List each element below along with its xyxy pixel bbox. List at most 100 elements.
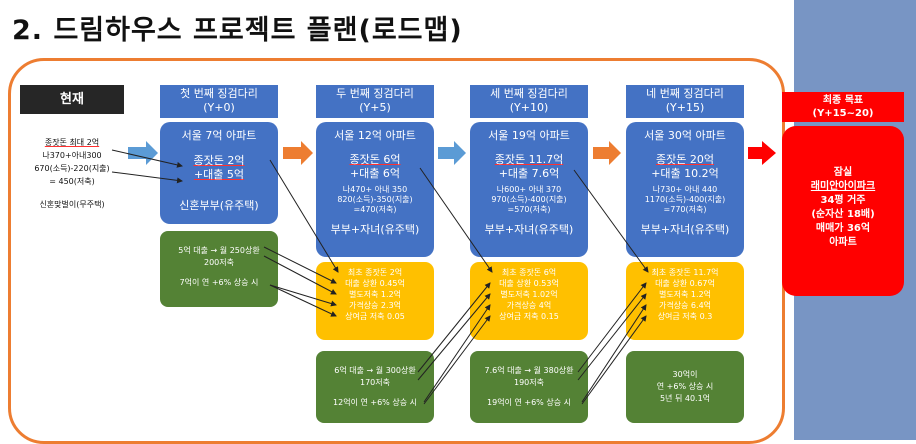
stage4-green-line: 30억이 bbox=[672, 370, 698, 379]
stage1-line2: 종잣돈 2억 bbox=[193, 154, 245, 167]
stage4-yellow-line: 상여금 저축 0.3 bbox=[657, 312, 713, 321]
stage2-blue-box: 서울 12억 아파트 종잣돈 6억 +대출 6억 나470+ 아내 350 82… bbox=[316, 122, 434, 257]
stage4-yellow-line: 가격상승 6.4억 bbox=[658, 301, 712, 310]
connector-line bbox=[417, 293, 491, 381]
stage3-header: 세 번째 징검다리 (Y+10) bbox=[470, 85, 588, 118]
stage1-blue-box: 서울 7억 아파트 종잣돈 2억 +대출 5억 신혼부부(유주택) bbox=[160, 122, 278, 224]
stage4-header-line: (Y+15) bbox=[665, 101, 705, 114]
stage3-line1: 서울 19억 아파트 bbox=[488, 129, 570, 142]
stage3-green-box: 7.6억 대출 → 월 380상환 190저축 19억이 연 +6% 상승 시 bbox=[470, 351, 588, 423]
goal-line: 매매가 36억 bbox=[815, 223, 871, 234]
connector-line bbox=[417, 282, 491, 373]
stage2-detail: =470(저축) bbox=[353, 205, 397, 214]
flow-arrow-icon bbox=[283, 141, 313, 165]
stage3-yellow-line: 상여금 저축 0.15 bbox=[499, 312, 559, 321]
current-header: 현재 bbox=[20, 85, 124, 114]
stage3-line3: +대출 7.6억 bbox=[498, 167, 560, 180]
stage3-yellow-line: 대출 상환 0.53억 bbox=[499, 279, 559, 288]
current-line: 신혼맞벌이(무주택) bbox=[39, 200, 105, 209]
stage2-bottom: 부부+자녀(유주택) bbox=[330, 223, 420, 236]
goal-line: (순자산 18배) bbox=[811, 209, 875, 220]
stage3-yellow-box: 최초 종잣돈 6억 대출 상환 0.53억 별도저축 1.02억 가격상승 4억… bbox=[470, 262, 588, 340]
stage3-green-line: 7.6억 대출 → 월 380상환 bbox=[484, 366, 574, 375]
stage2-yellow-line: 가격상승 2.3억 bbox=[348, 301, 402, 310]
goal-line: 아파트 bbox=[829, 237, 857, 248]
stage3-detail: 나600+ 아내 370 bbox=[496, 185, 562, 194]
connector-line bbox=[263, 246, 337, 284]
stage4-green-line: 5년 뒤 40.1억 bbox=[659, 394, 711, 403]
connector-line bbox=[581, 304, 647, 403]
current-line: 나370+아내300 bbox=[42, 151, 102, 160]
stage2-header: 두 번째 징검다리 (Y+5) bbox=[316, 85, 434, 118]
goal-line: 래미안아이파크 bbox=[810, 181, 876, 192]
connector-line bbox=[573, 169, 649, 273]
stage4-yellow-line: 최초 종잣돈 11.7억 bbox=[651, 268, 719, 277]
flow-arrow-icon bbox=[128, 141, 158, 165]
stage1-bottom: 신혼부부(유주택) bbox=[179, 199, 259, 212]
stage2-green-line: 6억 대출 → 월 300상환 bbox=[334, 366, 416, 375]
connector-line bbox=[269, 159, 339, 273]
current-box: 종잣돈 최대 2억 나370+아내300 670(소득)-220(지출) = 4… bbox=[20, 122, 124, 234]
stage3-detail: =570(저축) bbox=[507, 205, 551, 214]
stage4-bottom: 부부+자녀(유주택) bbox=[640, 223, 730, 236]
connector-line bbox=[423, 304, 491, 403]
goal-line: 34평 거주 bbox=[820, 195, 866, 206]
goal-line: 잠실 bbox=[833, 167, 853, 178]
stage4-line1: 서울 30억 아파트 bbox=[644, 129, 726, 142]
stage1-header: 첫 번째 징검다리 (Y+0) bbox=[160, 85, 278, 118]
stage4-detail: 나730+ 아내 440 bbox=[652, 185, 718, 194]
stage1-line1: 서울 7억 아파트 bbox=[181, 129, 257, 142]
flow-arrow-icon bbox=[438, 141, 466, 165]
flow-arrow-icon bbox=[593, 141, 621, 165]
stage4-line2: 종잣돈 20억 bbox=[656, 153, 714, 166]
stage3-yellow-line: 별도저축 1.02억 bbox=[500, 290, 558, 299]
stage4-detail: =770(저축) bbox=[663, 205, 707, 214]
connector-line bbox=[423, 315, 491, 405]
stage4-header-line: 네 번째 징검다리 bbox=[646, 87, 724, 100]
connector-line bbox=[577, 293, 647, 381]
page-title: 2. 드림하우스 프로젝트 플랜(로드맵) bbox=[12, 15, 463, 46]
stage3-yellow-line: 가격상승 4억 bbox=[506, 301, 552, 310]
stage3-green-line: 190저축 bbox=[514, 378, 544, 387]
current-line: = 450(저축) bbox=[49, 177, 95, 186]
stage2-line3: +대출 6억 bbox=[349, 167, 401, 180]
connector-line bbox=[269, 284, 337, 317]
stage2-yellow-line: 대출 상환 0.45억 bbox=[345, 279, 405, 288]
stage2-yellow-line: 상여금 저축 0.05 bbox=[345, 312, 405, 321]
current-line: 670(소득)-220(지출) bbox=[34, 164, 110, 173]
stage3-header-line: 세 번째 징검다리 bbox=[490, 87, 568, 100]
connector-line bbox=[419, 167, 493, 273]
stage4-header: 네 번째 징검다리 (Y+15) bbox=[626, 85, 744, 118]
stage1-green-box: 5억 대출 → 월 250상환 200저축 7억이 연 +6% 상승 시 bbox=[160, 231, 278, 307]
current-line: 종잣돈 최대 2억 bbox=[44, 138, 100, 147]
stage2-line2: 종잣돈 6억 bbox=[349, 153, 401, 166]
stage4-green-box: 30억이 연 +6% 상승 시 5년 뒤 40.1억 bbox=[626, 351, 744, 423]
connector-line bbox=[111, 149, 183, 168]
stage4-line3: +대출 10.2억 bbox=[651, 167, 719, 180]
stage4-yellow-line: 대출 상환 0.67억 bbox=[655, 279, 715, 288]
flow-arrow-icon bbox=[748, 141, 776, 165]
stage1-header-line: 첫 번째 징검다리 bbox=[180, 87, 258, 100]
stage2-green-box: 6억 대출 → 월 300상환 170저축 12억이 연 +6% 상승 시 bbox=[316, 351, 434, 423]
stage1-green-line: 5억 대출 → 월 250상환 bbox=[178, 246, 260, 255]
stage3-detail: 970(소득)-400(지출) bbox=[491, 195, 567, 204]
stage1-line3: +대출 5억 bbox=[193, 168, 245, 181]
stage1-green-line: 200저축 bbox=[204, 258, 234, 267]
stage2-yellow-line: 최초 종잣돈 2억 bbox=[347, 268, 403, 277]
stage4-blue-box: 서울 30억 아파트 종잣돈 20억 +대출 10.2억 나730+ 아내 44… bbox=[626, 122, 744, 257]
stage2-line1: 서울 12억 아파트 bbox=[334, 129, 416, 142]
stage2-detail: 나470+ 아내 350 bbox=[342, 185, 408, 194]
connector-line bbox=[581, 315, 647, 405]
stage3-green-line: 19억이 연 +6% 상승 시 bbox=[487, 398, 571, 407]
stage3-bottom: 부부+자녀(유주택) bbox=[484, 223, 574, 236]
goal-header: 최종 목표 (Y+15~20) bbox=[782, 92, 904, 122]
stage2-detail: 820(소득)-350(지출) bbox=[337, 195, 413, 204]
goal-header-line: (Y+15~20) bbox=[812, 108, 874, 119]
stage3-header-line: (Y+10) bbox=[509, 101, 549, 114]
stage2-header-line: (Y+5) bbox=[359, 101, 391, 114]
stage3-blue-box: 서울 19억 아파트 종잣돈 11.7억 +대출 7.6억 나600+ 아내 3… bbox=[470, 122, 588, 257]
stage2-green-line: 170저축 bbox=[360, 378, 390, 387]
goal-header-line: 최종 목표 bbox=[822, 95, 864, 106]
stage2-yellow-line: 별도저축 1.2억 bbox=[348, 290, 402, 299]
